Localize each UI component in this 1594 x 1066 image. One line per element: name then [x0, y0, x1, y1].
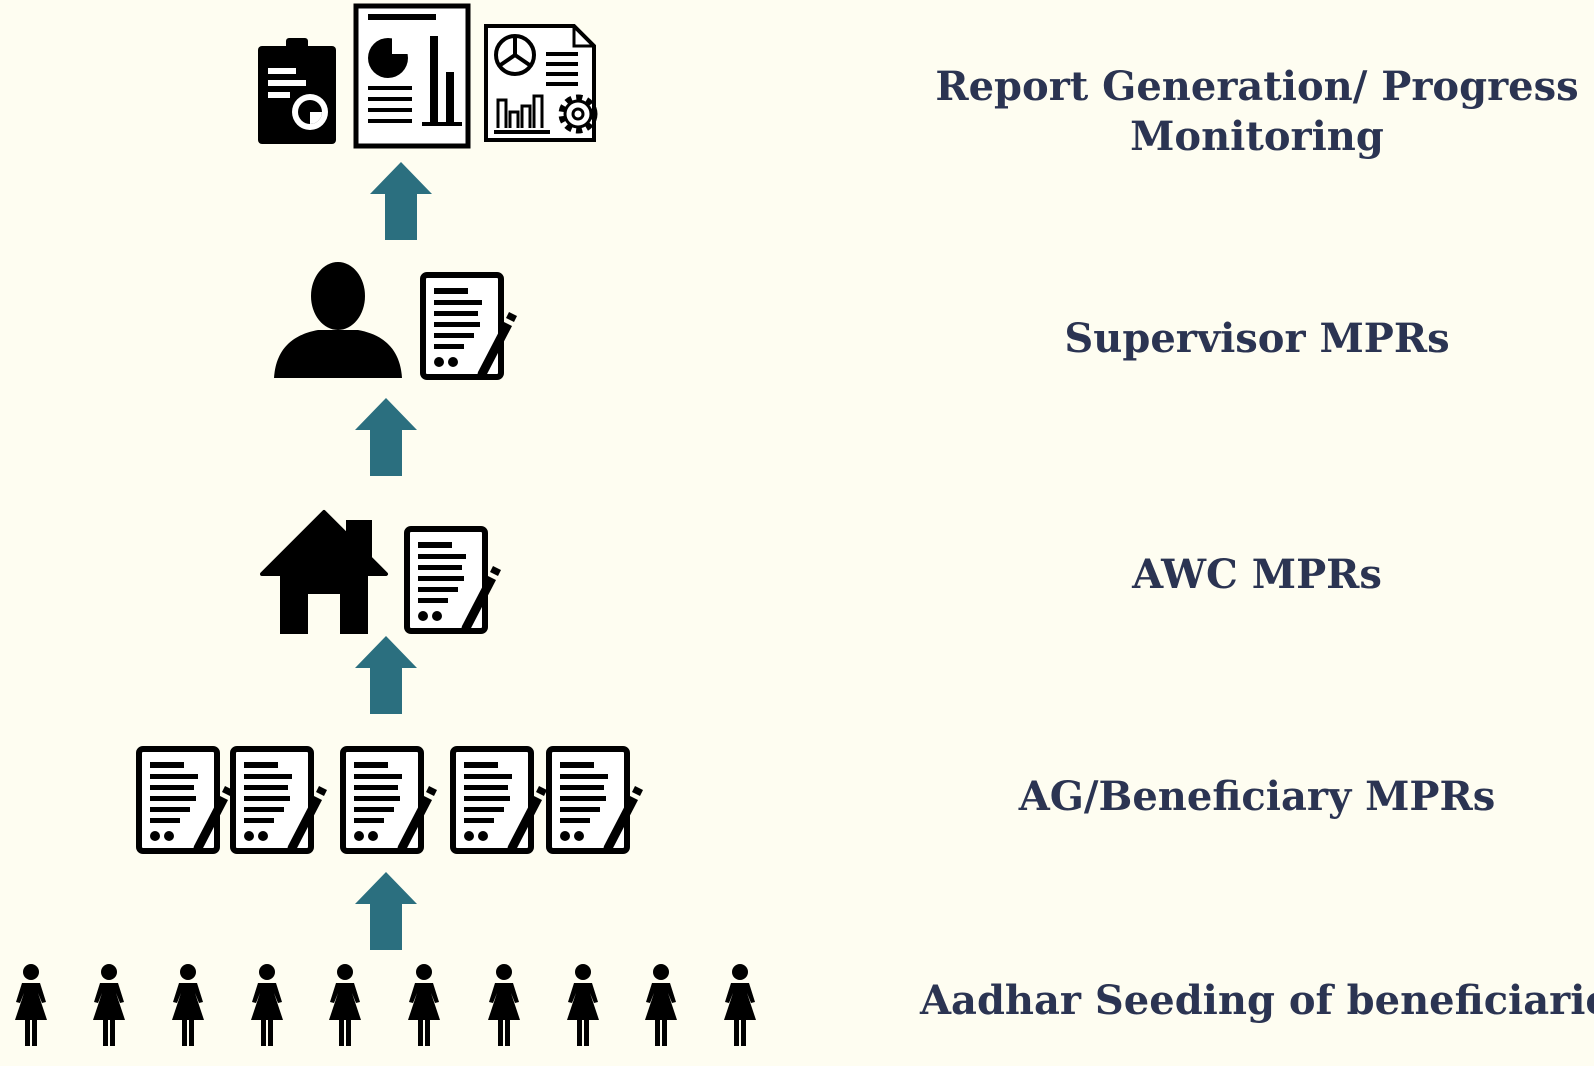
- person-icon: [274, 262, 402, 378]
- woman-icon: [488, 964, 520, 1046]
- woman-icon: [408, 964, 440, 1046]
- level-label-aadhar-seeding: Aadhar Seeding of beneficiaries: [920, 977, 1594, 1024]
- woman-icon: [645, 964, 677, 1046]
- woman-icon: [15, 964, 47, 1046]
- form-edit-icon: [549, 749, 643, 854]
- level-label-report-generation: Report Generation/ Progress Monitoring: [920, 62, 1594, 162]
- house-icon: [260, 510, 388, 634]
- woman-icon: [724, 964, 756, 1046]
- form-edit-icon: [139, 749, 233, 854]
- woman-icon: [172, 964, 204, 1046]
- woman-icon: [93, 964, 125, 1046]
- level-label-line: Report Generation/ Progress: [935, 63, 1579, 110]
- woman-icon: [251, 964, 283, 1046]
- woman-icon: [567, 964, 599, 1046]
- form-edit-icon: [423, 275, 517, 380]
- up-arrow-icon: [370, 162, 432, 240]
- level-label-awc-mprs: AWC MPRs: [1132, 551, 1382, 598]
- clipboard-chart-icon: [258, 38, 336, 144]
- up-arrow-icon: [355, 636, 417, 714]
- level-label-ag-beneficiary-mprs: AG/Beneficiary MPRs: [1018, 773, 1496, 820]
- up-arrow-icon: [355, 872, 417, 950]
- level-label-line: Monitoring: [1130, 113, 1384, 160]
- form-edit-icon: [407, 529, 501, 634]
- up-arrow-icon: [355, 398, 417, 476]
- level-label-supervisor-mprs: Supervisor MPRs: [1064, 315, 1450, 362]
- form-edit-icon: [233, 749, 327, 854]
- report-settings-icon: [484, 24, 598, 142]
- form-edit-icon: [453, 749, 547, 854]
- woman-icon: [329, 964, 361, 1046]
- report-chart-icon: [353, 3, 471, 149]
- form-edit-icon: [343, 749, 437, 854]
